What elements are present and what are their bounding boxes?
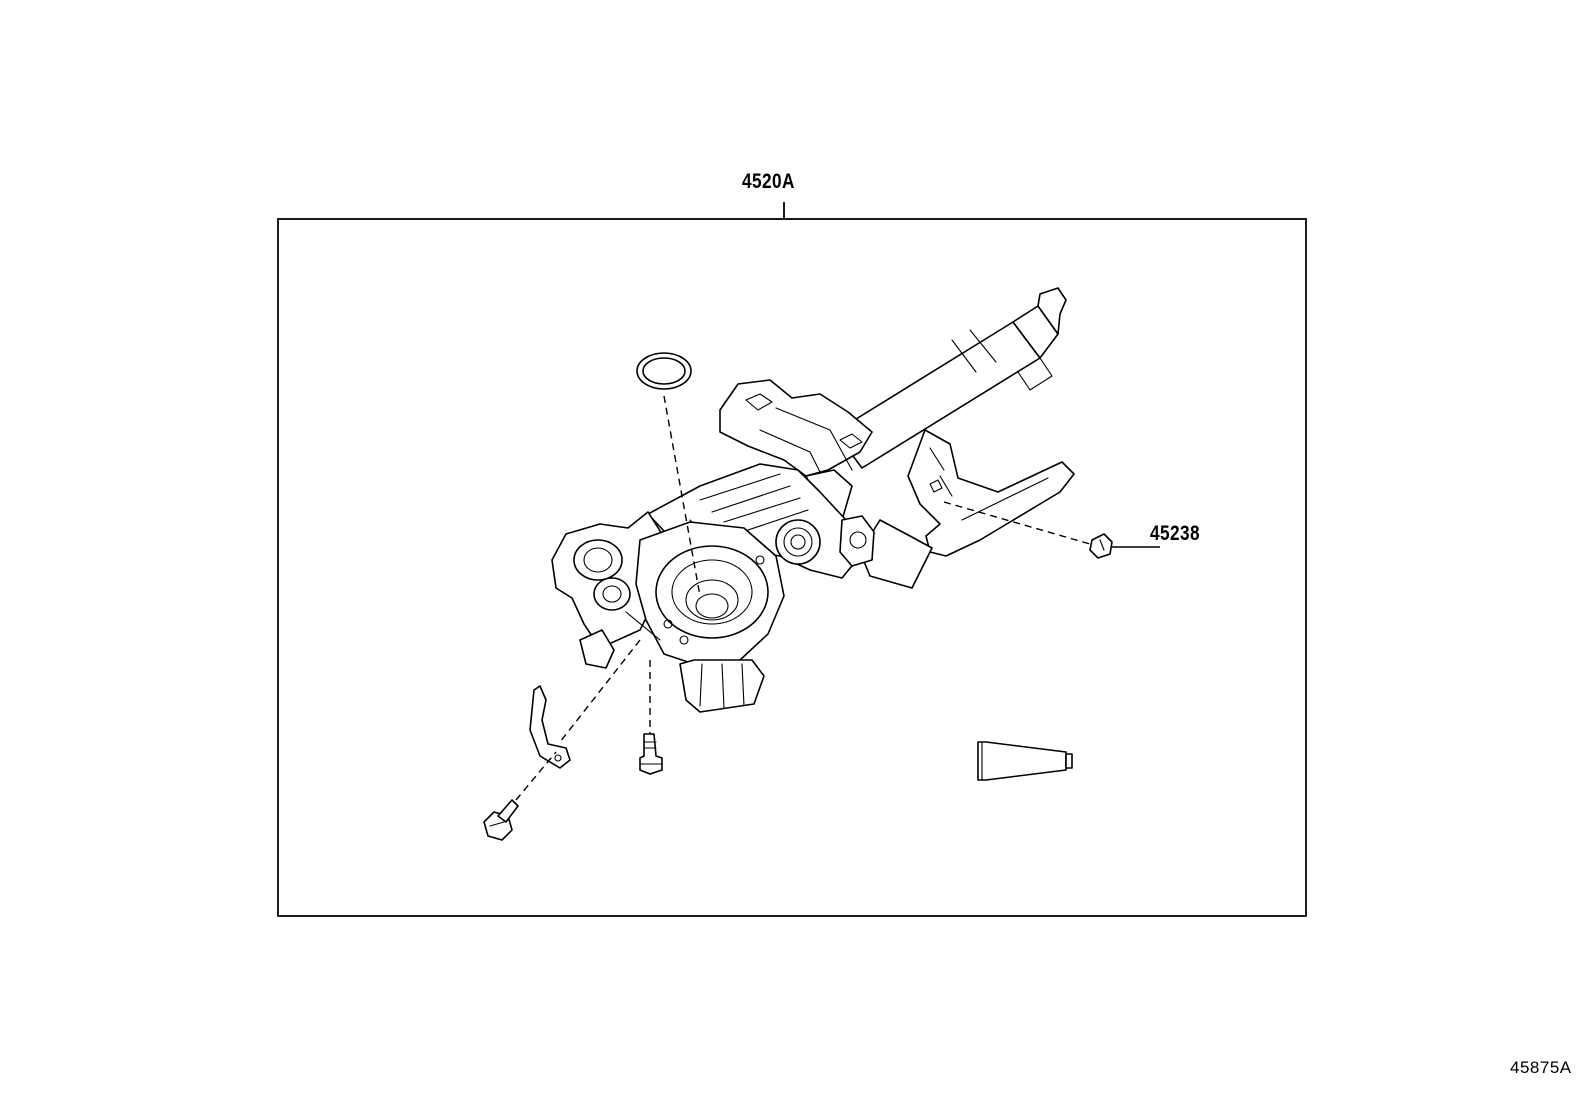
assembly-frame [277,218,1307,917]
bolt-lower-left [483,799,519,841]
o-ring-leader [663,395,701,597]
bracket-clip [529,685,571,769]
bolt-leader [515,751,557,801]
steering-shaft [834,287,1067,469]
lower-housing [625,521,785,713]
grease-tube [977,741,1073,781]
callout-assembly-number: 4520A [742,170,795,193]
callout-screw-number: 45238 [1150,522,1200,545]
tilt-bracket [719,379,873,521]
o-ring-seal [636,352,692,390]
bolt-center [639,733,663,775]
tilt-lever [859,429,1075,589]
clip-leader [559,639,641,743]
screw-dashed-leader [943,501,1091,545]
column-housing [647,463,875,579]
left-mount-flange [551,511,663,669]
figure-id: 45875A [1510,1058,1572,1077]
screw-45238 [1089,533,1113,559]
